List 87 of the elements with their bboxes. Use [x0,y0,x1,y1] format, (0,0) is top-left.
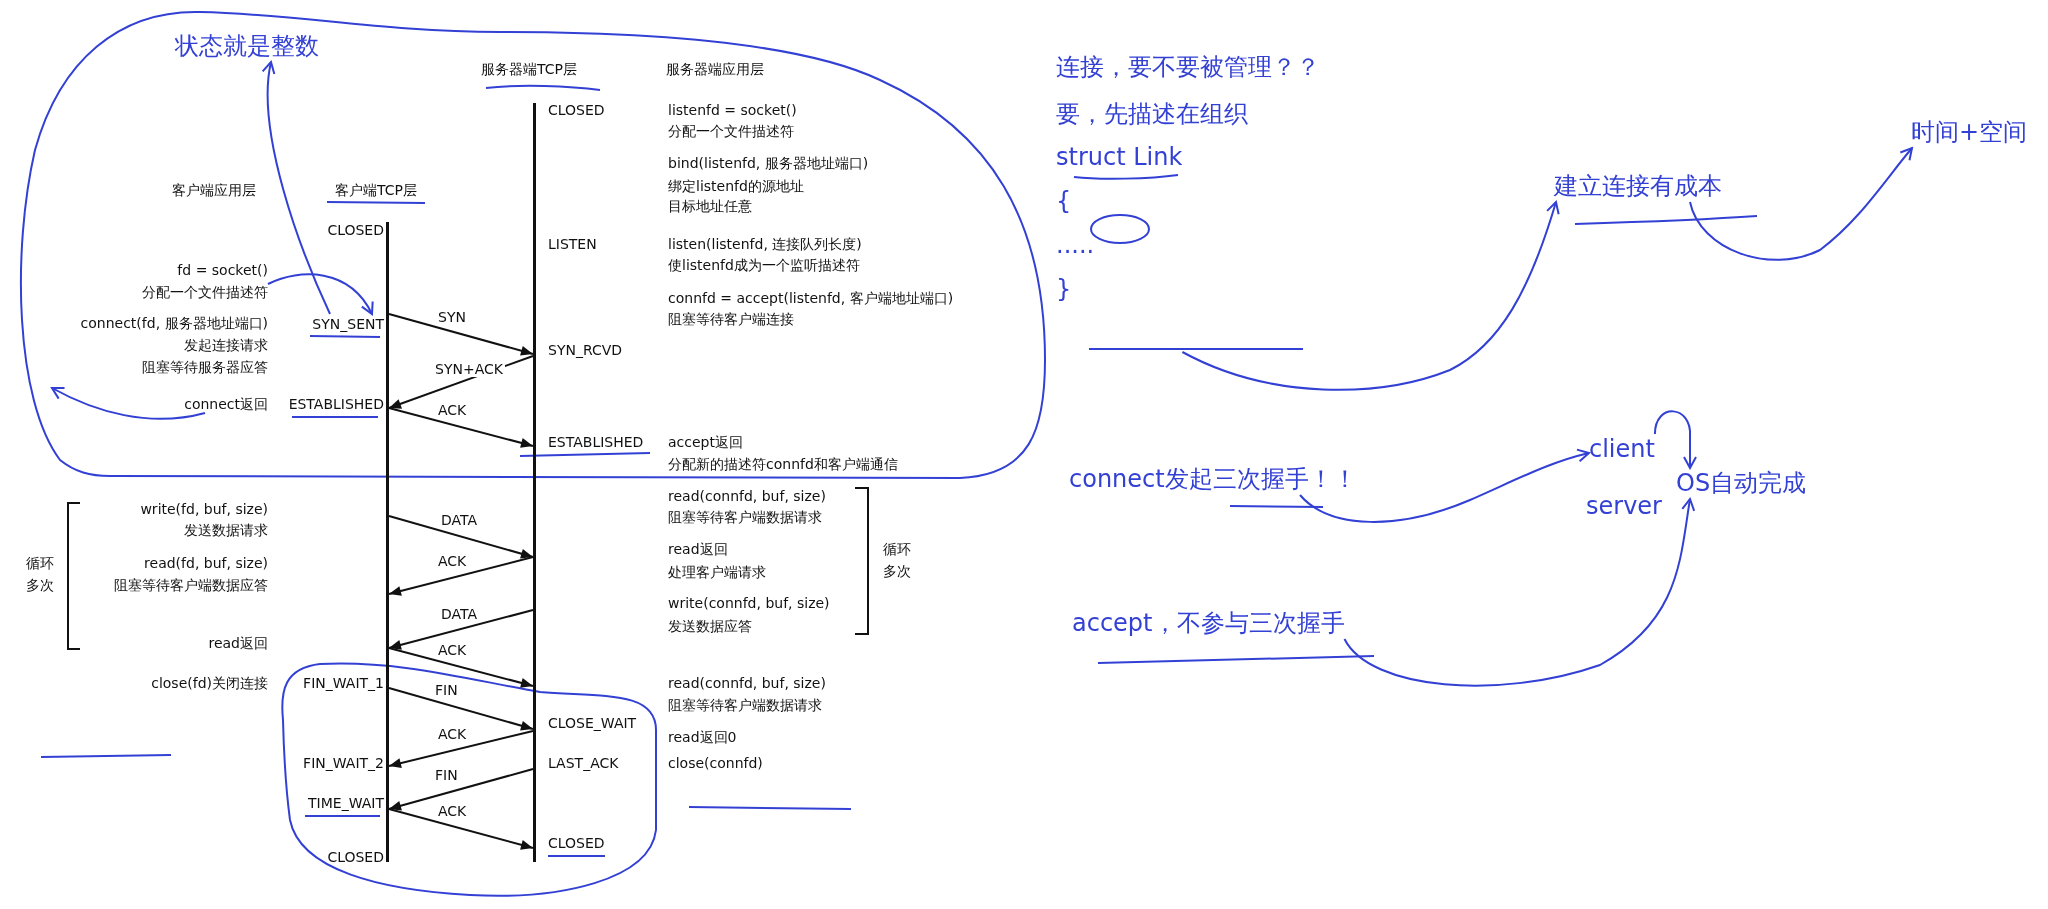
handwritten-note: client [1589,433,1655,465]
state-label: LAST_ACK [548,754,619,773]
arrow [388,730,534,768]
call-label: accept返回 [668,433,743,452]
arrow [267,273,373,315]
arrow [1343,498,1696,687]
note-text: 阻塞等待客户端数据应答 [114,576,268,595]
call-label: connect(fd, 服务器地址端口) [80,314,268,333]
note-text: 分配一个文件描述符 [668,122,794,141]
call-label: read返回0 [668,728,737,747]
state-label: SYN_RCVD [548,341,623,360]
call-label: fd = socket() [177,261,268,280]
state-label: FIN_WAIT_2 [303,754,384,773]
code-line: struct Link [1056,142,1183,173]
state-label: SYN_SENT [312,314,384,334]
note-text: 发送数据请求 [184,521,268,540]
call-label: read(connfd, buf, size) [668,674,826,693]
handwritten-note: 建立连接有成本 [1554,170,1722,202]
state-label: ESTABLISHED [288,395,384,414]
arrow [388,609,534,650]
arrow [388,407,534,448]
loop-note: 循环多次 [26,554,55,595]
note-text: 阻塞等待服务器应答 [142,358,268,377]
arrow [388,768,534,811]
arrow [1299,448,1590,523]
arrow [388,808,534,850]
column-heading: 客户端TCP层 [335,181,417,200]
call-label: read(fd, buf, size) [144,554,268,573]
note-text: 目标地址任意 [668,197,752,216]
call-label: bind(listenfd, 服务器地址端口) [668,154,869,173]
handwritten-note: 要，先描述在组织 [1056,99,1248,130]
arrow [262,61,331,315]
state-label: LISTEN [548,235,597,254]
call-label: listenfd = socket() [668,101,797,120]
call-label: read返回 [208,634,268,653]
arrow [388,647,534,688]
lifeline [533,103,536,862]
handwritten-note: 状态就是整数 [175,30,319,62]
column-heading: 客户端应用层 [172,181,256,200]
note-text: 分配新的描述符connfd和客户端通信 [668,455,898,474]
arrow [388,515,534,559]
code-line: } [1056,274,1072,305]
code-line: { [1056,186,1072,217]
state-label: CLOSE_WAIT [548,714,637,733]
call-label: close(connfd) [668,754,763,773]
arrow [388,556,534,596]
note-text: 使listenfd成为一个监听描述符 [668,256,860,275]
handwritten-note: 连接，要不要被管理？？ [1056,52,1320,83]
call-label: read(connfd, buf, size) [668,487,826,506]
lifeline [386,222,389,862]
arrow [1181,201,1560,391]
state-label: CLOSED [548,834,605,853]
call-label: listen(listenfd, 连接队列长度) [668,235,862,254]
state-label: ESTABLISHED [548,433,644,452]
call-label: connfd = accept(listenfd, 客户端地址端口) [668,289,954,308]
state-label: FIN_WAIT_1 [303,674,384,693]
call-label: connect返回 [184,394,268,414]
note-text: 发起连接请求 [184,336,268,355]
note-text: 阻塞等待客户端数据请求 [668,696,822,715]
handwritten-note: server [1586,491,1662,522]
arrow [51,386,206,420]
arrow [1653,410,1697,469]
column-heading: 服务器端TCP层 [481,60,577,79]
call-label: write(fd, buf, size) [140,500,268,519]
state-label: CLOSED [548,101,605,120]
handwritten-note: accept，不参与三次握手 [1072,607,1345,639]
handwritten-note: 时间+空间 [1911,116,2028,148]
state-label: CLOSED [327,221,384,240]
arrow [388,687,534,731]
state-label: TIME_WAIT [308,794,384,813]
note-text: 处理客户端请求 [668,563,766,582]
note-text: 阻塞等待客户端连接 [668,310,794,329]
note-text: 阻塞等待客户端数据请求 [668,508,822,527]
code-line: ..... [1056,230,1095,261]
handwritten-note: OS自动完成 [1676,467,1807,499]
arrow [1689,147,1913,261]
call-label: close(fd)关闭连接 [151,674,268,693]
arrow [388,313,534,356]
loop-note: 循环多次 [883,540,912,581]
column-heading: 服务器端应用层 [666,60,764,79]
note-text: 绑定listenfd的源地址 [668,177,804,196]
state-label: CLOSED [327,848,384,867]
handwritten-note: connect发起三次握手！！ [1069,463,1357,495]
call-label: write(connfd, buf, size) [668,594,830,613]
call-label: read返回 [668,540,728,559]
note-text: 发送数据应答 [668,617,752,636]
note-text: 分配一个文件描述符 [142,283,268,302]
